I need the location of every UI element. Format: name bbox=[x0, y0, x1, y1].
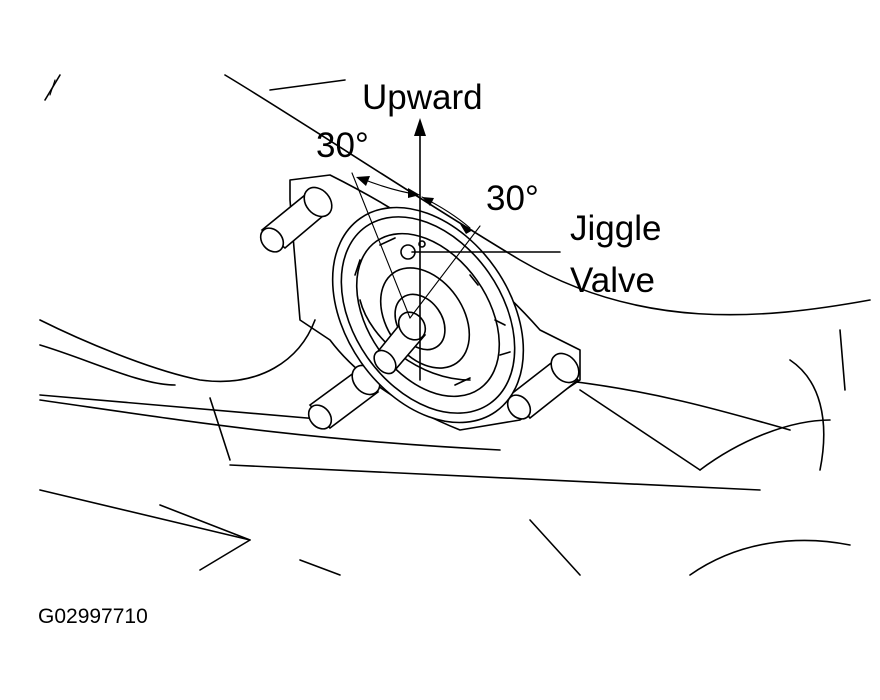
right-angle-label: 30° bbox=[486, 179, 539, 218]
left-angle-label: 30° bbox=[316, 126, 369, 165]
figure-code: G02997710 bbox=[38, 605, 148, 628]
valve-label: Valve bbox=[570, 261, 655, 300]
mounting-stud-top-left bbox=[259, 186, 333, 253]
engine-housing-outline bbox=[39, 74, 871, 576]
left-30-line bbox=[351, 172, 411, 319]
mounting-stud-bottom-left bbox=[307, 364, 381, 430]
mounting-stud-bottom-right bbox=[506, 352, 580, 420]
housing-flange bbox=[289, 174, 581, 431]
upward-label: Upward bbox=[362, 78, 483, 117]
jiggle-label: Jiggle bbox=[570, 209, 662, 248]
right-30-line bbox=[409, 225, 481, 319]
thermostat-spindle bbox=[373, 311, 427, 375]
upward-arrow-head bbox=[414, 118, 426, 136]
angle-indicators bbox=[351, 118, 561, 381]
